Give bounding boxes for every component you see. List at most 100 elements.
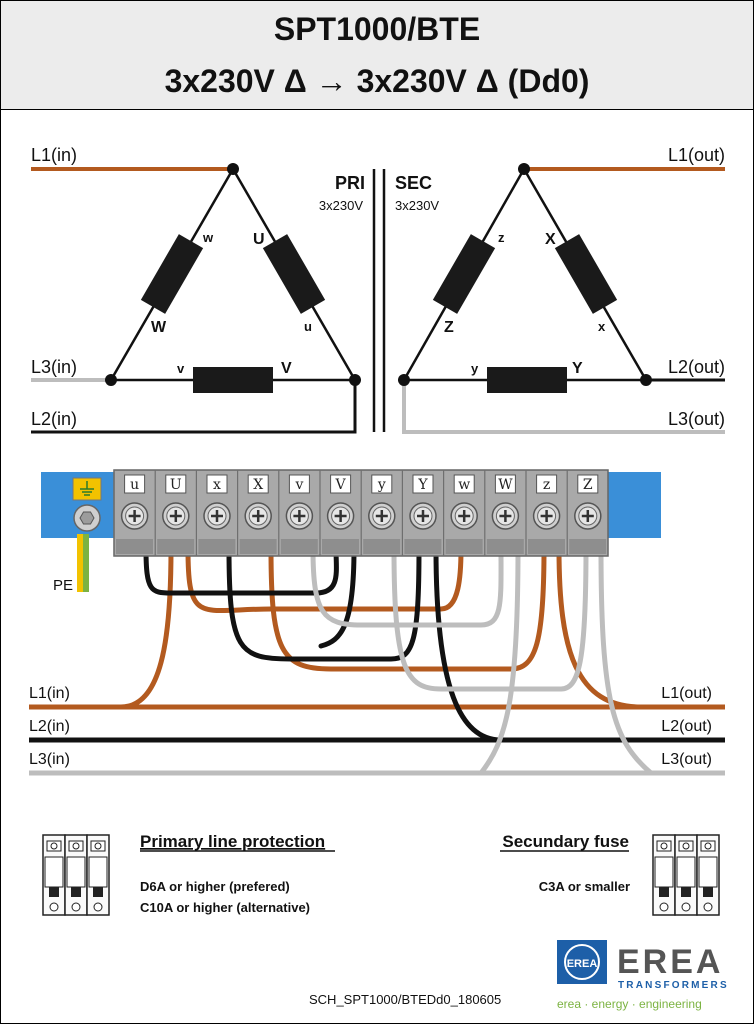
secondary-fuse-title: Secundary fuse [502, 832, 629, 851]
terminal-screw [161, 501, 191, 531]
pe-wire-yellow [77, 534, 83, 592]
erea-tagline: erea · energy · engineering [557, 997, 702, 1011]
terminal-label: U [170, 477, 182, 493]
jumper-cables [118, 546, 654, 776]
svg-text:v: v [177, 361, 185, 376]
terminal-screw [573, 501, 603, 531]
erea-logo-text: EREA [617, 943, 723, 981]
terminal-label: X [253, 477, 263, 493]
terminal-W: W [484, 470, 524, 556]
svg-text:U: U [253, 231, 265, 248]
l3-in-label: L3(in) [31, 357, 77, 377]
bus-l2-out-label: L2(out) [661, 718, 712, 735]
primary-schematic: L1(in) L3(in) L2(in) w W U u v V [31, 145, 361, 434]
bus-l2-in-label: L2(in) [29, 718, 70, 735]
terminal-end-right [605, 472, 661, 538]
terminal-x: x [195, 470, 236, 556]
terminal-screw [326, 501, 355, 531]
header: SPT1000/BTE 3x230V Δ → 3x230V Δ (Dd0) [1, 1, 753, 110]
terminal-U: U [154, 470, 195, 556]
erea-logo-sub: TRANSFORMERS [618, 980, 729, 991]
l2-out-label: L2(out) [668, 357, 725, 377]
terminal-screw [367, 501, 397, 531]
svg-text:Y: Y [572, 360, 583, 377]
l2-in-label: L2(in) [31, 409, 77, 429]
terminal-w: w [443, 470, 483, 556]
terminal-screw [285, 501, 314, 531]
primary-winding-v [193, 367, 273, 393]
bus-wires [29, 704, 725, 776]
secondary-schematic: L1(out) L2(out) L3(out) z Z X x y Y [398, 145, 725, 434]
terminal-label: Y [417, 477, 428, 493]
terminal-z: z [525, 470, 565, 556]
l1-out-label: L1(out) [668, 145, 725, 165]
svg-text:X: X [545, 231, 556, 248]
terminal-label: v [294, 477, 303, 493]
terminal-screw [491, 501, 520, 531]
bus-l3-in-label: L3(in) [29, 751, 70, 768]
primary-breaker-icon [42, 834, 110, 916]
svg-text:W: W [151, 319, 167, 336]
terminal-label: Z [583, 477, 593, 493]
terminal-u: u [113, 470, 153, 556]
svg-text:u: u [304, 319, 312, 334]
svg-text:y: y [471, 361, 479, 376]
sec-label: SEC [395, 173, 432, 193]
primary-protection-line1: D6A or higher (prefered) [140, 879, 290, 894]
secondary-winding-y [487, 367, 567, 393]
terminal-label: x [213, 477, 221, 493]
svg-text:x: x [598, 319, 606, 334]
svg-text:EREA: EREA [567, 958, 598, 970]
terminal-screw [120, 501, 149, 531]
l1-in-label: L1(in) [31, 145, 77, 165]
terminal-V: V [319, 470, 359, 556]
terminal-label: w [458, 477, 470, 493]
terminal-label: V [335, 477, 347, 493]
terminal-label: u [130, 477, 139, 493]
pri-voltage: 3x230V [319, 198, 363, 213]
bus-l1-in-label: L1(in) [29, 685, 70, 702]
page-subtitle: 3x230V Δ → 3x230V Δ (Dd0) [164, 63, 590, 99]
primary-winding-w [140, 234, 204, 314]
terminal-v: v [278, 470, 318, 556]
terminal-y: y [360, 470, 401, 556]
wiring-labels: L1(in) L2(in) L3(in) L1(out) L2(out) L3(… [29, 685, 712, 768]
secondary-winding-x [554, 234, 618, 314]
secondary-winding-z [432, 234, 496, 314]
pe-label: PE [53, 577, 73, 594]
bus-l3-out-label: L3(out) [661, 751, 712, 768]
svg-text:Z: Z [444, 319, 454, 336]
terminal-screw [532, 501, 561, 531]
terminal-X: X [237, 470, 277, 556]
page-title: SPT1000/BTE [273, 11, 481, 47]
terminal-Y: Y [401, 470, 442, 556]
secondary-breaker-icon [652, 834, 720, 916]
pe-wire-green [83, 534, 89, 592]
terminal-screw [243, 501, 273, 531]
terminal-label: W [498, 477, 513, 493]
pri-label: PRI [335, 173, 365, 193]
terminal-screw [408, 501, 438, 531]
sec-voltage: 3x230V [395, 198, 439, 213]
svg-text:V: V [281, 360, 292, 377]
terminal-Z: Z [566, 470, 607, 556]
terminal-label: z [543, 477, 550, 493]
l3-out-label: L3(out) [668, 409, 725, 429]
svg-text:w: w [202, 230, 214, 245]
earth-icon [80, 481, 94, 496]
primary-protection-title: Primary line protection [140, 832, 325, 851]
svg-text:z: z [498, 230, 505, 245]
terminal-label: y [377, 477, 386, 493]
erea-logo-icon: EREA [557, 940, 607, 984]
bus-l1-out-label: L1(out) [661, 685, 712, 702]
schematic-code: SCH_SPT1000/BTEDd0_180605 [309, 992, 501, 1007]
primary-protection-line2: C10A or higher (alternative) [140, 900, 310, 915]
l2-in-line [31, 380, 357, 434]
primary-winding-u [262, 234, 326, 314]
terminal-screw [449, 501, 479, 531]
l3-out-line [402, 380, 725, 434]
